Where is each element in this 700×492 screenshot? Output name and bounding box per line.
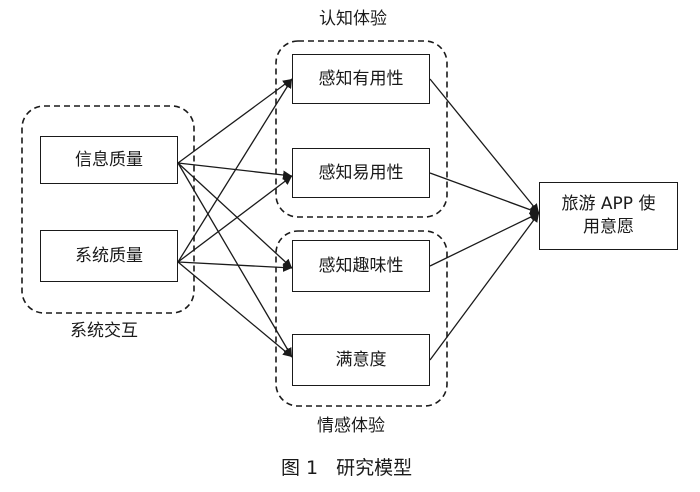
figure-title: 研究模型 — [336, 457, 413, 479]
edge-info_quality-to-satisfaction — [177, 162, 293, 358]
group-frame-cognitive-experience — [275, 40, 448, 218]
node-travel-app-intention-line1: 旅游 APP 使 — [561, 194, 656, 215]
figure-caption: 图 1 研究模型 — [281, 453, 412, 480]
edge-perceived_ease_of_use-to-intention — [429, 172, 540, 215]
group-frame-affective-experience — [275, 230, 448, 407]
edge-layer — [177, 78, 540, 361]
node-satisfaction: 满意度 — [292, 334, 430, 386]
edge-perceived_usefulness-to-intention — [429, 78, 540, 214]
node-perceived-enjoyment: 感知趣味性 — [292, 240, 430, 292]
figure-number: 图 1 — [281, 457, 319, 479]
edge-info_quality-to-perceived_usefulness — [177, 78, 293, 164]
node-perceived-ease-of-use: 感知易用性 — [292, 148, 430, 198]
node-system-quality: 系统质量 — [40, 230, 178, 282]
edge-system_quality-to-perceived_usefulness — [177, 78, 293, 263]
edge-system_quality-to-satisfaction — [177, 261, 293, 358]
group-label-system-interaction: 系统交互 — [70, 321, 138, 341]
group-label-affective-experience: 情感体验 — [317, 416, 385, 436]
node-perceived-usefulness: 感知有用性 — [292, 54, 430, 104]
edge-info_quality-to-perceived_enjoyment — [177, 162, 293, 269]
edge-system_quality-to-perceived_ease_of_use — [177, 175, 293, 263]
node-info-quality: 信息质量 — [40, 136, 178, 184]
group-label-cognitive-experience: 认知体验 — [319, 9, 387, 29]
node-travel-app-intention-line2: 用意愿 — [583, 217, 634, 237]
node-travel-app-intention: 旅游 APP 使 用意愿 — [539, 182, 678, 250]
edge-satisfaction-to-intention — [429, 212, 540, 361]
edge-perceived_enjoyment-to-intention — [429, 212, 540, 267]
group-frame-system-interaction — [21, 105, 195, 314]
edge-system_quality-to-perceived_enjoyment — [177, 261, 293, 273]
